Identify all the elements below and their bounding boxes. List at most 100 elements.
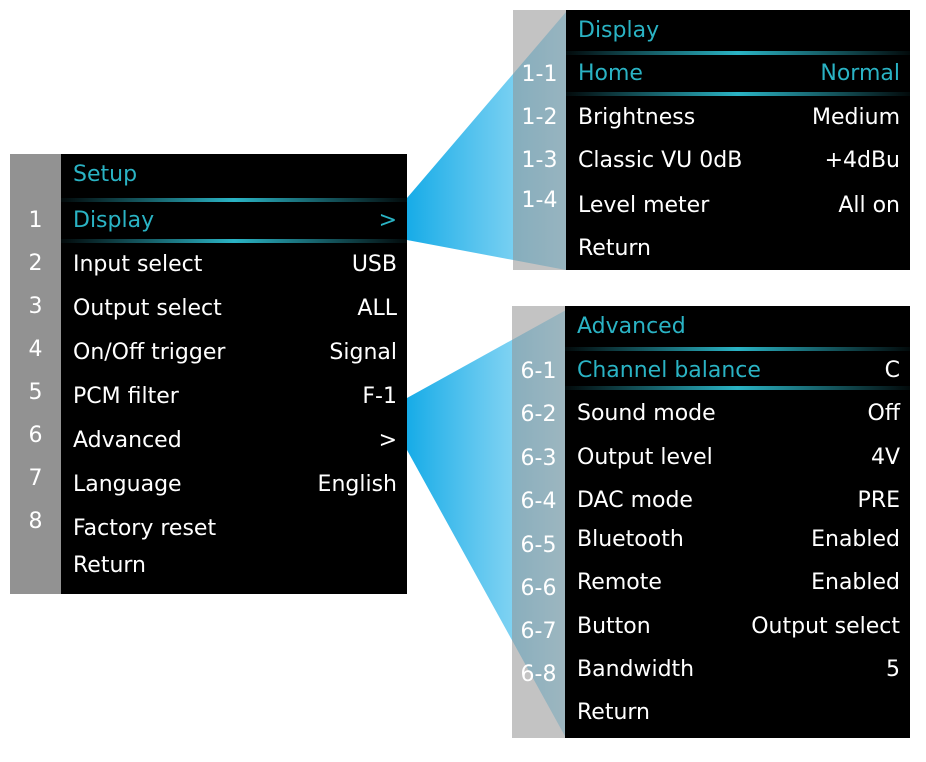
display-item-classic-vu[interactable]: Classic VU 0dB +4dBu — [566, 146, 910, 176]
display-item-value: All on — [838, 193, 900, 218]
display-item-label: Classic VU 0dB — [578, 148, 743, 173]
advanced-index-6-3: 6-3 — [520, 446, 557, 471]
setup-index-1: 1 — [28, 208, 43, 233]
advanced-highlight-top — [565, 347, 910, 351]
advanced-item-label: Bluetooth — [577, 527, 684, 552]
advanced-item-value: 4V — [870, 445, 900, 470]
advanced-index-6-1: 6-1 — [520, 359, 557, 384]
chevron-right-icon: > — [378, 428, 397, 453]
setup-item-input-select[interactable]: Input select USB — [61, 250, 407, 280]
setup-item-value: English — [317, 472, 397, 497]
advanced-index-6-6: 6-6 — [520, 576, 557, 601]
setup-item-label: PCM filter — [73, 384, 179, 409]
setup-highlight-bottom — [61, 239, 407, 243]
advanced-index-6-7: 6-7 — [520, 619, 557, 644]
display-item-return[interactable]: Return — [566, 234, 910, 264]
advanced-item-button[interactable]: Button Output select — [565, 612, 910, 642]
advanced-item-value: Output select — [751, 614, 900, 639]
advanced-title: Advanced — [577, 314, 686, 339]
advanced-index-6-5: 6-5 — [520, 533, 557, 558]
advanced-item-label: Output level — [577, 445, 713, 470]
setup-item-label: Advanced — [73, 428, 182, 453]
setup-item-label: Factory reset — [73, 516, 217, 541]
display-index-1-1: 1-1 — [521, 62, 558, 87]
display-item-brightness[interactable]: Brightness Medium — [566, 103, 910, 133]
setup-title: Setup — [73, 162, 138, 187]
display-item-value: Medium — [812, 105, 900, 130]
advanced-item-bluetooth[interactable]: Bluetooth Enabled — [565, 525, 910, 555]
advanced-item-label: Return — [577, 700, 651, 725]
advanced-item-return[interactable]: Return — [565, 698, 910, 728]
advanced-item-bandwidth[interactable]: Bandwidth 5 — [565, 655, 910, 685]
advanced-gutter-shape — [512, 306, 565, 738]
setup-item-onoff-trigger[interactable]: On/Off trigger Signal — [61, 338, 407, 368]
setup-item-pcm-filter[interactable]: PCM filter F-1 — [61, 382, 407, 412]
advanced-item-value: Enabled — [811, 570, 900, 595]
display-item-home[interactable]: Home Normal — [566, 59, 910, 89]
advanced-item-output-level[interactable]: Output level 4V — [565, 443, 910, 473]
advanced-item-value: 5 — [886, 657, 900, 682]
display-item-label: Brightness — [578, 105, 696, 130]
advanced-item-value: C — [884, 358, 900, 383]
advanced-item-label: Remote — [577, 570, 662, 595]
setup-item-display[interactable]: Display > — [61, 206, 407, 236]
setup-index-2: 2 — [28, 251, 43, 276]
setup-item-output-select[interactable]: Output select ALL — [61, 294, 407, 324]
setup-item-label: Input select — [73, 252, 203, 277]
setup-item-value: F-1 — [362, 384, 397, 409]
display-item-value: +4dBu — [824, 148, 900, 173]
setup-highlight-top — [61, 198, 407, 202]
advanced-item-value: Off — [867, 401, 900, 426]
advanced-index-6-2: 6-2 — [520, 402, 557, 427]
setup-index-5: 5 — [28, 380, 43, 405]
advanced-item-value: Enabled — [811, 527, 900, 552]
setup-panel: Setup Display > Input select USB Output se… — [10, 154, 407, 594]
setup-item-label: Display — [73, 208, 155, 233]
display-highlight-top — [566, 51, 910, 55]
advanced-index-6-4: 6-4 — [520, 489, 557, 514]
advanced-item-remote[interactable]: Remote Enabled — [565, 568, 910, 598]
advanced-index-6-8: 6-8 — [520, 662, 557, 687]
setup-item-return[interactable]: Return — [61, 551, 407, 581]
setup-item-value: Signal — [329, 340, 397, 365]
setup-index-7: 7 — [28, 466, 43, 491]
setup-item-value: USB — [351, 252, 397, 277]
setup-item-label: On/Off trigger — [73, 340, 226, 365]
advanced-highlight-bottom — [565, 386, 910, 390]
chevron-right-icon: > — [378, 208, 397, 233]
setup-screen: Setup Display > Input select USB Output se… — [61, 154, 407, 594]
display-index-1-3: 1-3 — [521, 148, 558, 173]
display-item-level-meter[interactable]: Level meter All on — [566, 191, 910, 221]
display-item-label: Home — [578, 61, 643, 86]
display-index-1-4: 1-4 — [521, 188, 558, 213]
setup-item-advanced[interactable]: Advanced > — [61, 426, 407, 456]
advanced-item-label: DAC mode — [577, 488, 693, 513]
setup-item-value: ALL — [357, 296, 397, 321]
display-item-label: Level meter — [578, 193, 710, 218]
advanced-item-label: Bandwidth — [577, 657, 695, 682]
display-gutter-shape — [513, 10, 566, 270]
setup-index-gutter — [10, 154, 61, 594]
setup-item-label: Output select — [73, 296, 222, 321]
setup-item-factory-reset[interactable]: Factory reset — [61, 514, 407, 544]
display-item-label: Return — [578, 236, 652, 261]
setup-index-6: 6 — [28, 423, 43, 448]
display-index-1-2: 1-2 — [521, 105, 558, 130]
display-item-value: Normal — [820, 61, 900, 86]
advanced-item-channel-balance[interactable]: Channel balance C — [565, 356, 910, 386]
advanced-item-label: Button — [577, 614, 651, 639]
display-screen: Display Home Normal Brightness Medium Clas… — [566, 10, 910, 270]
display-title: Display — [578, 18, 660, 43]
advanced-item-value: PRE — [857, 488, 900, 513]
setup-index-4: 4 — [28, 337, 43, 362]
advanced-item-dac-mode[interactable]: DAC mode PRE — [565, 486, 910, 516]
display-panel: Display Home Normal Brightness Medium Clas… — [513, 10, 910, 270]
display-highlight-bottom — [566, 92, 910, 96]
setup-index-8: 8 — [28, 509, 43, 534]
advanced-item-label: Channel balance — [577, 358, 761, 383]
setup-item-label: Return — [73, 553, 147, 578]
